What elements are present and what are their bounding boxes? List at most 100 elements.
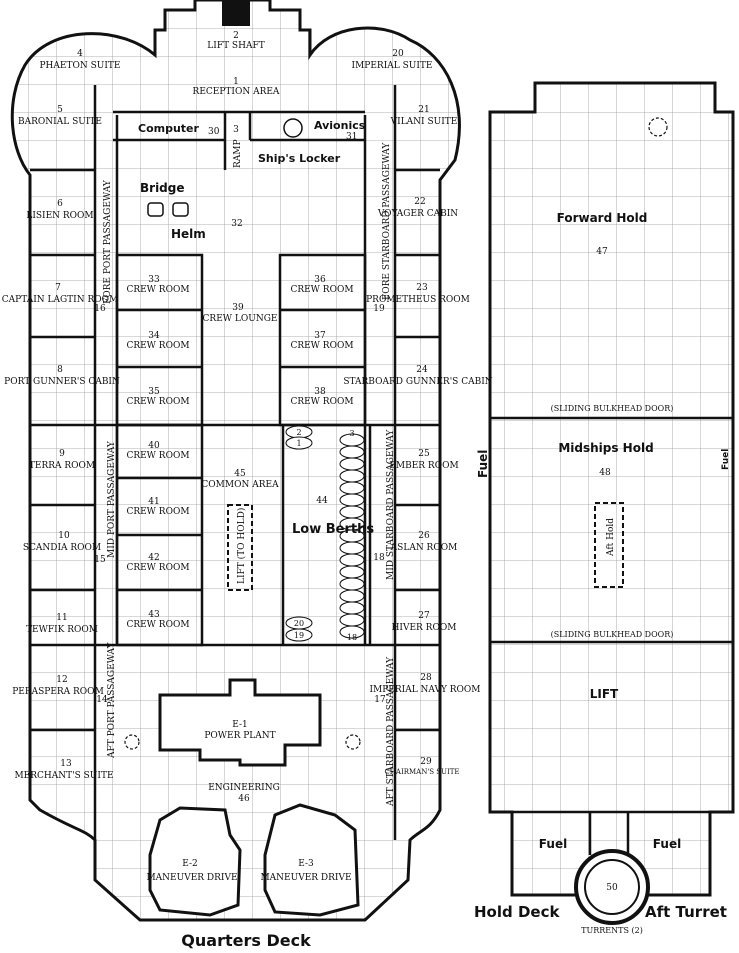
room-38-number: 38 [314, 387, 326, 397]
avionics-number: 31 [346, 132, 357, 142]
room-23-name: PROMETHEUS ROOM [366, 295, 470, 305]
room-21-number: 21 [418, 105, 429, 115]
hold-lift-label: Aft Hold [606, 518, 616, 557]
room-1-name: RECEPTION AREA [193, 87, 280, 97]
room-8-number: 8 [57, 365, 63, 375]
e3-name: MANEUVER DRIVE [260, 873, 351, 883]
room-28-name: IMPERIAL NAVY ROOM [369, 685, 480, 695]
room-39-number: 39 [232, 303, 244, 313]
room-39-name: CREW LOUNGE [203, 314, 278, 324]
room-44-number: 44 [316, 496, 328, 506]
room-33-number: 33 [148, 275, 160, 285]
room-29-number: 29 [420, 757, 432, 767]
room-36-name: CREW ROOM [290, 285, 353, 295]
port-hatch [124, 734, 140, 750]
room-26-number: 26 [418, 531, 430, 541]
room-6-name: LISIEN ROOM [26, 211, 93, 221]
e3-number: E-3 [298, 859, 314, 869]
room-15-number: 15 [94, 555, 106, 565]
room-21-name: VILANI SUITE [390, 117, 458, 127]
room-38-name: CREW ROOM [290, 397, 353, 407]
berth-number-18: 18 [347, 633, 357, 642]
room-40-name: CREW ROOM [126, 451, 189, 461]
door-label-2: (SLIDING BULKHEAD DOOR) [551, 630, 674, 639]
mid-port-passageway-label: MID PORT PASSAGEWAY [107, 440, 117, 558]
room-18-number: 18 [373, 553, 385, 563]
room-5-number: 5 [57, 105, 63, 115]
aft-starboard-passageway-label: AFT STARBOARD PASSAGEWAY [386, 656, 396, 807]
room-20-name: IMPERIAL SUITE [352, 61, 433, 71]
forward-hold-number: 47 [596, 247, 608, 257]
engineering-number: 46 [238, 794, 250, 804]
hold-deck-title: Hold Deck [474, 903, 560, 921]
room-10-number: 10 [58, 531, 70, 541]
fuel-left-vertical: Fuel [476, 450, 490, 478]
room-11-name: TEWFIK ROOM [26, 625, 98, 635]
e1-number: E-1 [232, 720, 248, 730]
room-37-name: CREW ROOM [290, 341, 353, 351]
berth-number-2: 2 [296, 428, 301, 437]
room-11-number: 11 [56, 613, 67, 623]
room-37-number: 37 [314, 331, 326, 341]
room-10-name: SCANDIA ROOM [23, 543, 101, 553]
room-1-number: 1 [233, 77, 239, 87]
ramp-label: RAMP [233, 139, 243, 168]
ships-locker-label: Ship's Locker [258, 152, 341, 165]
engineering-label: ENGINEERING [208, 783, 280, 793]
turrets-caption: TURRENTS (2) [581, 926, 643, 935]
room-35-number: 35 [148, 387, 160, 397]
quarters-hull [10, 0, 461, 922]
bridge-number: 32 [231, 219, 242, 229]
low-berth-pods [285, 425, 365, 642]
midships-hold-label: Midships Hold [558, 441, 653, 455]
room-16-number: 16 [94, 304, 106, 314]
room-27-name: HIVER ROOM [392, 623, 457, 633]
room-33-name: CREW ROOM [126, 285, 189, 295]
room-9-name: TERRA ROOM [29, 461, 95, 471]
room-7-number: 7 [55, 283, 61, 293]
berth-number-19: 19 [294, 631, 304, 640]
fuel-bottom-right: Fuel [653, 837, 681, 851]
mid-starboard-passageway-label: MID STARBOARD PASSAGEWAY [386, 429, 396, 580]
room-7-name: CAPTAIN LAGTIN ROOM [2, 295, 118, 305]
room-35-name: CREW ROOM [126, 397, 189, 407]
helm-label: Helm [171, 227, 206, 241]
e1-name: POWER PLANT [204, 731, 275, 741]
room-43-number: 43 [148, 610, 160, 620]
drive-right-shape [263, 803, 360, 917]
room-20-number: 20 [392, 49, 404, 59]
e2-number: E-2 [182, 859, 198, 869]
room-24-number: 24 [416, 365, 428, 375]
door-label-1: (SLIDING BULKHEAD DOOR) [551, 404, 674, 413]
room-12-number: 12 [56, 675, 67, 685]
room-17-number: 17 [374, 695, 386, 705]
hold-deck [488, 81, 735, 925]
aft-turret-number: 50 [606, 883, 618, 893]
room-5-name: BARONIAL SUITE [18, 117, 102, 127]
room-34-name: CREW ROOM [126, 341, 189, 351]
power-plant-shape [158, 678, 322, 767]
room-25-number: 25 [418, 449, 430, 459]
room-29-name: CHAIRMAN'S SUITE [384, 768, 459, 776]
room-12-name: PERASPERA ROOM [12, 687, 104, 697]
room-14-number: 14 [96, 695, 108, 705]
ramp-number: 3 [233, 125, 239, 135]
room-2-name: LIFT SHAFT [207, 41, 264, 51]
drive-left-shape [148, 806, 242, 917]
room-43-name: CREW ROOM [126, 620, 189, 630]
room-9-number: 9 [59, 449, 65, 459]
room-41-name: CREW ROOM [126, 507, 189, 517]
room-6-number: 6 [57, 199, 63, 209]
room-23-number: 23 [416, 283, 428, 293]
berth-number-1: 1 [296, 439, 301, 448]
quarters-deck [10, 0, 461, 922]
forward-hold-label: Forward Hold [557, 211, 648, 225]
room-13-name: MERCHANT'S SUITE [14, 771, 113, 781]
bridge-label: Bridge [140, 181, 185, 195]
room-4-number: 4 [77, 49, 83, 59]
fore-port-passageway-label: FORE PORT PASSAGEWAY [103, 179, 113, 304]
e2-name: MANEUVER DRIVE [146, 873, 237, 883]
room-42-number: 42 [148, 553, 159, 563]
lockers-hatch [283, 118, 303, 138]
